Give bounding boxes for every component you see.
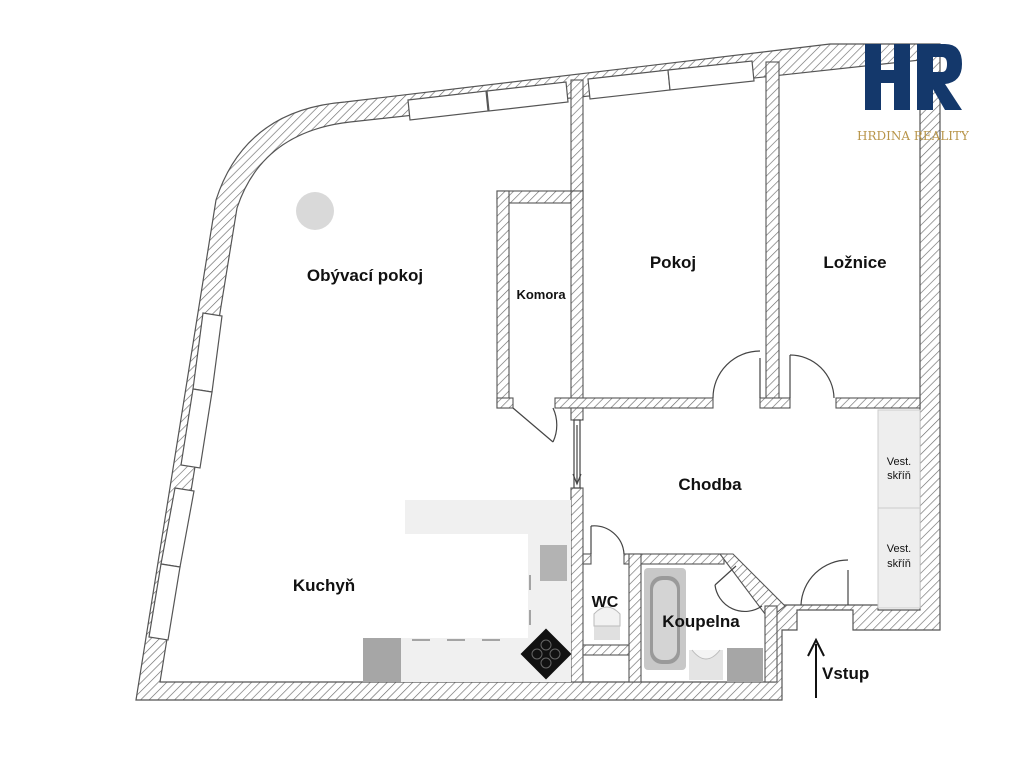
kitchen-sink-icon bbox=[540, 545, 567, 581]
kitchen-counter-top bbox=[405, 500, 571, 534]
label-room: Pokoj bbox=[650, 253, 696, 272]
label-hallway: Chodba bbox=[678, 475, 742, 494]
toilet-icon bbox=[593, 606, 621, 640]
sliding-door-living bbox=[572, 419, 582, 489]
ceiling-light-icon bbox=[296, 192, 334, 230]
handle-marks bbox=[412, 575, 531, 641]
brand-name: HRDINA REALITY bbox=[857, 129, 970, 143]
fixtures bbox=[296, 192, 921, 682]
interior-walls bbox=[496, 61, 921, 683]
window-top-2 bbox=[486, 81, 569, 112]
wall-wc-koupelna bbox=[628, 553, 642, 683]
wall-komora-bottom bbox=[496, 397, 514, 409]
window-left-2 bbox=[180, 388, 213, 469]
door-wc bbox=[590, 525, 625, 555]
door-koupelna bbox=[714, 565, 763, 613]
wall-wc-top-1 bbox=[582, 553, 592, 565]
label-kitchen: Kuchyň bbox=[293, 576, 355, 595]
wall-chodba-top-2 bbox=[759, 397, 791, 409]
window-top-1 bbox=[407, 90, 489, 121]
outer-wall bbox=[135, 43, 941, 701]
wall-pokoj-loznice bbox=[765, 61, 780, 409]
door-pokoj bbox=[712, 350, 761, 399]
wall-living-chodba-1 bbox=[570, 407, 584, 421]
label-living: Obývací pokoj bbox=[307, 266, 423, 285]
wardrobe-1 bbox=[877, 409, 921, 509]
up-arrow-icon bbox=[807, 637, 825, 698]
wall-komora-left bbox=[496, 190, 510, 409]
hob-icon bbox=[520, 628, 572, 680]
wall-komora-right bbox=[570, 190, 584, 409]
doors bbox=[512, 350, 849, 613]
door-entrance bbox=[800, 559, 849, 606]
wall-chodba-top-3 bbox=[835, 397, 921, 409]
wall-chodba-top-1 bbox=[554, 397, 714, 409]
door-komora bbox=[512, 407, 558, 443]
hr-monogram bbox=[865, 44, 962, 110]
wall-koupelna-right bbox=[764, 605, 778, 683]
label-wardrobe-2-line1: Vest. bbox=[887, 543, 911, 555]
entrance-label: Vstup bbox=[822, 664, 869, 683]
label-wc: WC bbox=[592, 594, 619, 611]
wall-koupelna-diagonal bbox=[718, 553, 786, 615]
washing-machine-icon bbox=[727, 648, 763, 682]
label-wardrobe-1-line1: Vest. bbox=[887, 456, 911, 468]
washbasin-icon bbox=[689, 649, 723, 680]
label-bathroom: Koupelna bbox=[662, 612, 740, 631]
wall-wc-bottom bbox=[582, 644, 630, 656]
windows bbox=[148, 60, 755, 641]
bathtub-icon bbox=[644, 568, 686, 670]
room-labels: Obývací pokoj Komora Pokoj Ložnice Chodb… bbox=[293, 253, 911, 631]
brand-logo: HRDINA REALITY bbox=[857, 44, 970, 143]
label-wardrobe-2-line2: skříň bbox=[887, 558, 911, 570]
fridge-icon bbox=[363, 638, 401, 682]
label-bedroom: Ložnice bbox=[823, 253, 886, 272]
window-left-4 bbox=[148, 563, 181, 641]
wall-komora-top bbox=[496, 190, 584, 204]
wall-living-pokoj bbox=[570, 79, 584, 199]
label-storage: Komora bbox=[516, 287, 566, 302]
window-top-4 bbox=[667, 60, 755, 91]
wardrobe-2 bbox=[877, 507, 921, 609]
entrance: Vstup bbox=[807, 637, 869, 698]
wall-living-chodba-2 bbox=[570, 487, 584, 683]
label-wardrobe-1-line2: skříň bbox=[887, 470, 911, 482]
door-loznice bbox=[789, 354, 835, 399]
